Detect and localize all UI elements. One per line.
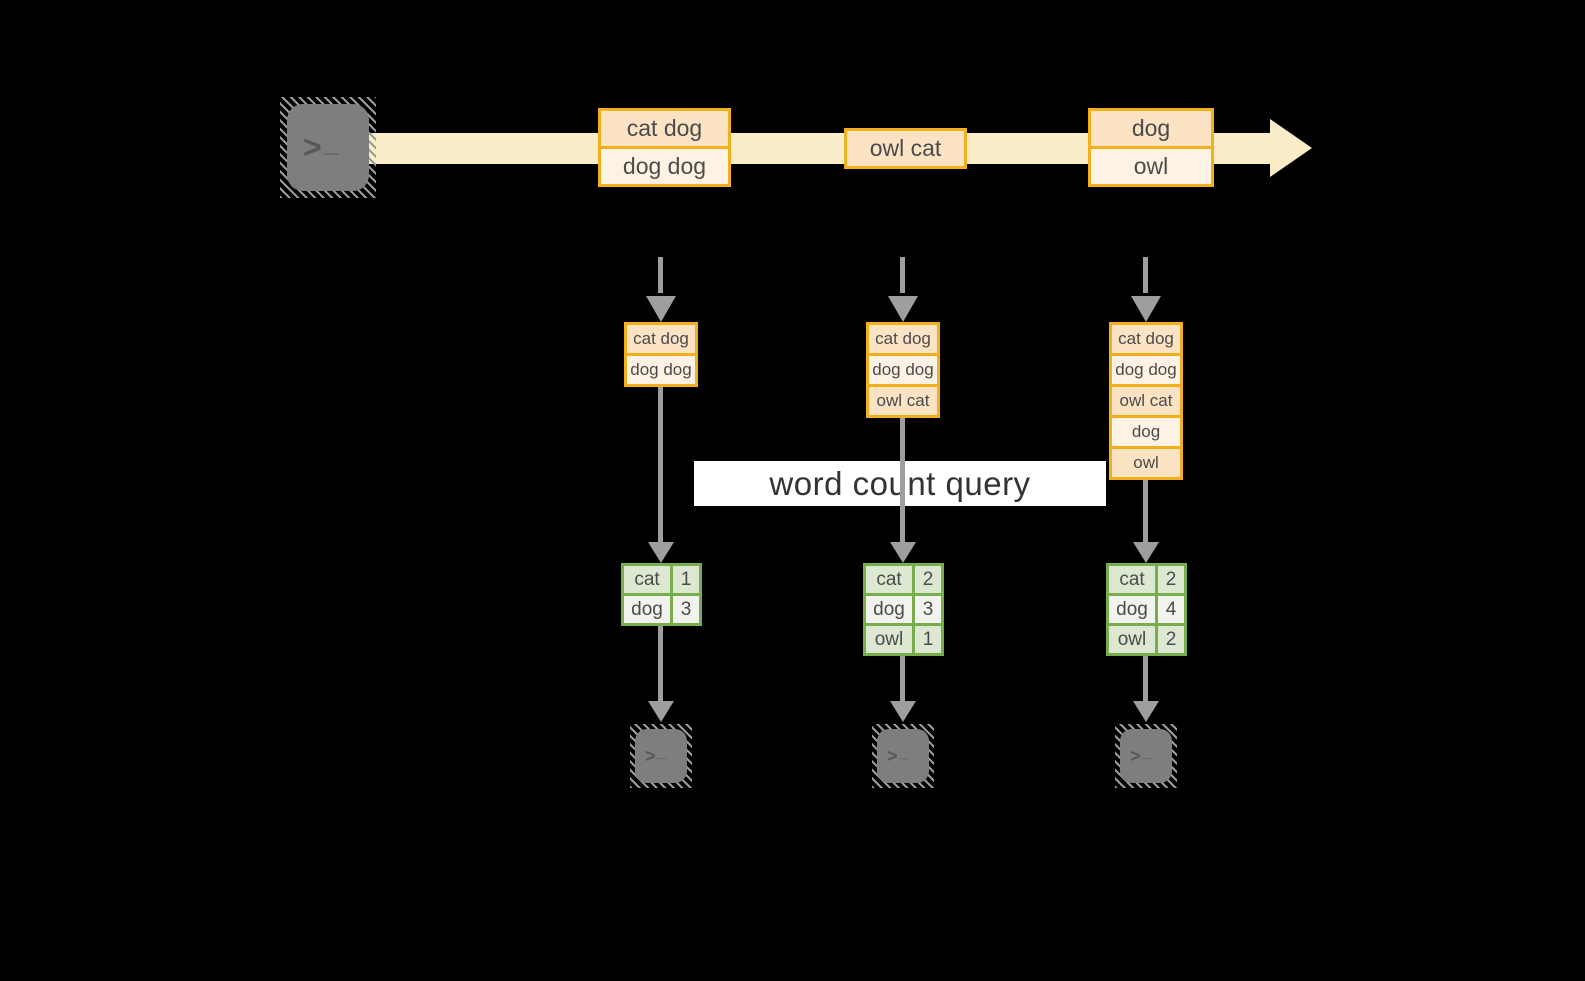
buffered-record: dog	[1112, 418, 1180, 446]
flow-line	[1143, 656, 1148, 701]
count-cell: 2	[1158, 626, 1184, 653]
terminal-chevron: >	[887, 745, 900, 766]
flow-line	[1143, 480, 1148, 542]
terminal-chevron: >	[645, 745, 658, 766]
buffered-record: cat dog	[1112, 325, 1180, 353]
terminal-underscore: _	[1142, 744, 1154, 761]
buffered-record: owl cat	[869, 387, 937, 415]
word-cell: dog	[1109, 596, 1155, 623]
buffered-record: dog dog	[1112, 356, 1180, 384]
flow-arrow-head-icon	[648, 542, 674, 563]
flow-arrow-head-icon	[890, 701, 916, 722]
count-cell: 1	[915, 626, 941, 653]
count-cell: 4	[1158, 596, 1184, 623]
buffered-records-box: cat dog dog dog owl cat dog owl	[1109, 322, 1183, 480]
sink-terminal-icon: >_	[1115, 724, 1177, 788]
count-cell: 1	[673, 566, 699, 593]
dashed-arrow-segment	[658, 257, 663, 293]
word-cell: cat	[1109, 566, 1155, 593]
terminal-prompt-glyph: >_	[887, 744, 911, 767]
terminal-prompt-glyph: >_	[1130, 744, 1154, 767]
word-cell: dog	[866, 596, 912, 623]
terminal-chevron: >	[1130, 745, 1143, 766]
dashed-arrow-head-icon	[646, 296, 676, 322]
dashed-arrow-head-icon	[888, 296, 918, 322]
word-cell: dog	[624, 596, 670, 623]
flow-arrow-head-icon	[1133, 542, 1159, 563]
terminal-underscore: _	[323, 125, 341, 157]
buffered-records-box: cat dog dog dog owl cat	[866, 322, 940, 418]
source-terminal-icon: >_	[280, 97, 376, 198]
buffered-record: dog dog	[627, 356, 695, 384]
word-cell: owl	[866, 626, 912, 653]
terminal-underscore: _	[899, 744, 911, 761]
stream-record: owl cat	[847, 131, 964, 166]
flow-line	[900, 656, 905, 701]
stream-record: dog	[1091, 111, 1211, 146]
buffered-record: cat dog	[869, 325, 937, 353]
terminal-screen: >_	[1120, 729, 1172, 783]
flow-arrow-head-icon	[648, 701, 674, 722]
flow-line	[900, 418, 905, 542]
flow-arrow-head-icon	[890, 542, 916, 563]
terminal-prompt-glyph: >_	[303, 125, 341, 166]
dashed-arrow-segment	[900, 257, 905, 293]
stream-record: owl	[1091, 149, 1211, 184]
flow-arrow-head-icon	[1133, 701, 1159, 722]
count-cell: 2	[915, 566, 941, 593]
count-cell: 3	[673, 596, 699, 623]
terminal-underscore: _	[657, 744, 669, 761]
count-cell: 3	[915, 596, 941, 623]
flow-line	[658, 626, 663, 701]
terminal-screen: >_	[877, 729, 929, 783]
count-cell: 2	[1158, 566, 1184, 593]
terminal-chevron: >	[303, 129, 324, 165]
sink-terminal-icon: >_	[872, 724, 934, 788]
stream-message-box: owl cat	[844, 128, 967, 169]
banner-label: word count query	[769, 464, 1031, 502]
buffered-record: owl cat	[1112, 387, 1180, 415]
dashed-arrow-segment	[1143, 257, 1148, 293]
word-cell: cat	[866, 566, 912, 593]
flow-line	[658, 387, 663, 542]
terminal-prompt-glyph: >_	[645, 744, 669, 767]
buffered-record: dog dog	[869, 356, 937, 384]
dashed-arrow-head-icon	[1131, 296, 1161, 322]
sink-terminal-icon: >_	[630, 724, 692, 788]
word-cell: owl	[1109, 626, 1155, 653]
terminal-screen: >_	[287, 104, 369, 191]
buffered-records-box: cat dog dog dog	[624, 322, 698, 387]
buffered-record: cat dog	[627, 325, 695, 353]
stream-record: dog dog	[601, 149, 728, 184]
terminal-screen: >_	[635, 729, 687, 783]
buffered-record: owl	[1112, 449, 1180, 477]
word-cell: cat	[624, 566, 670, 593]
stream-arrowhead-icon	[1270, 119, 1312, 177]
stream-record: cat dog	[601, 111, 728, 146]
